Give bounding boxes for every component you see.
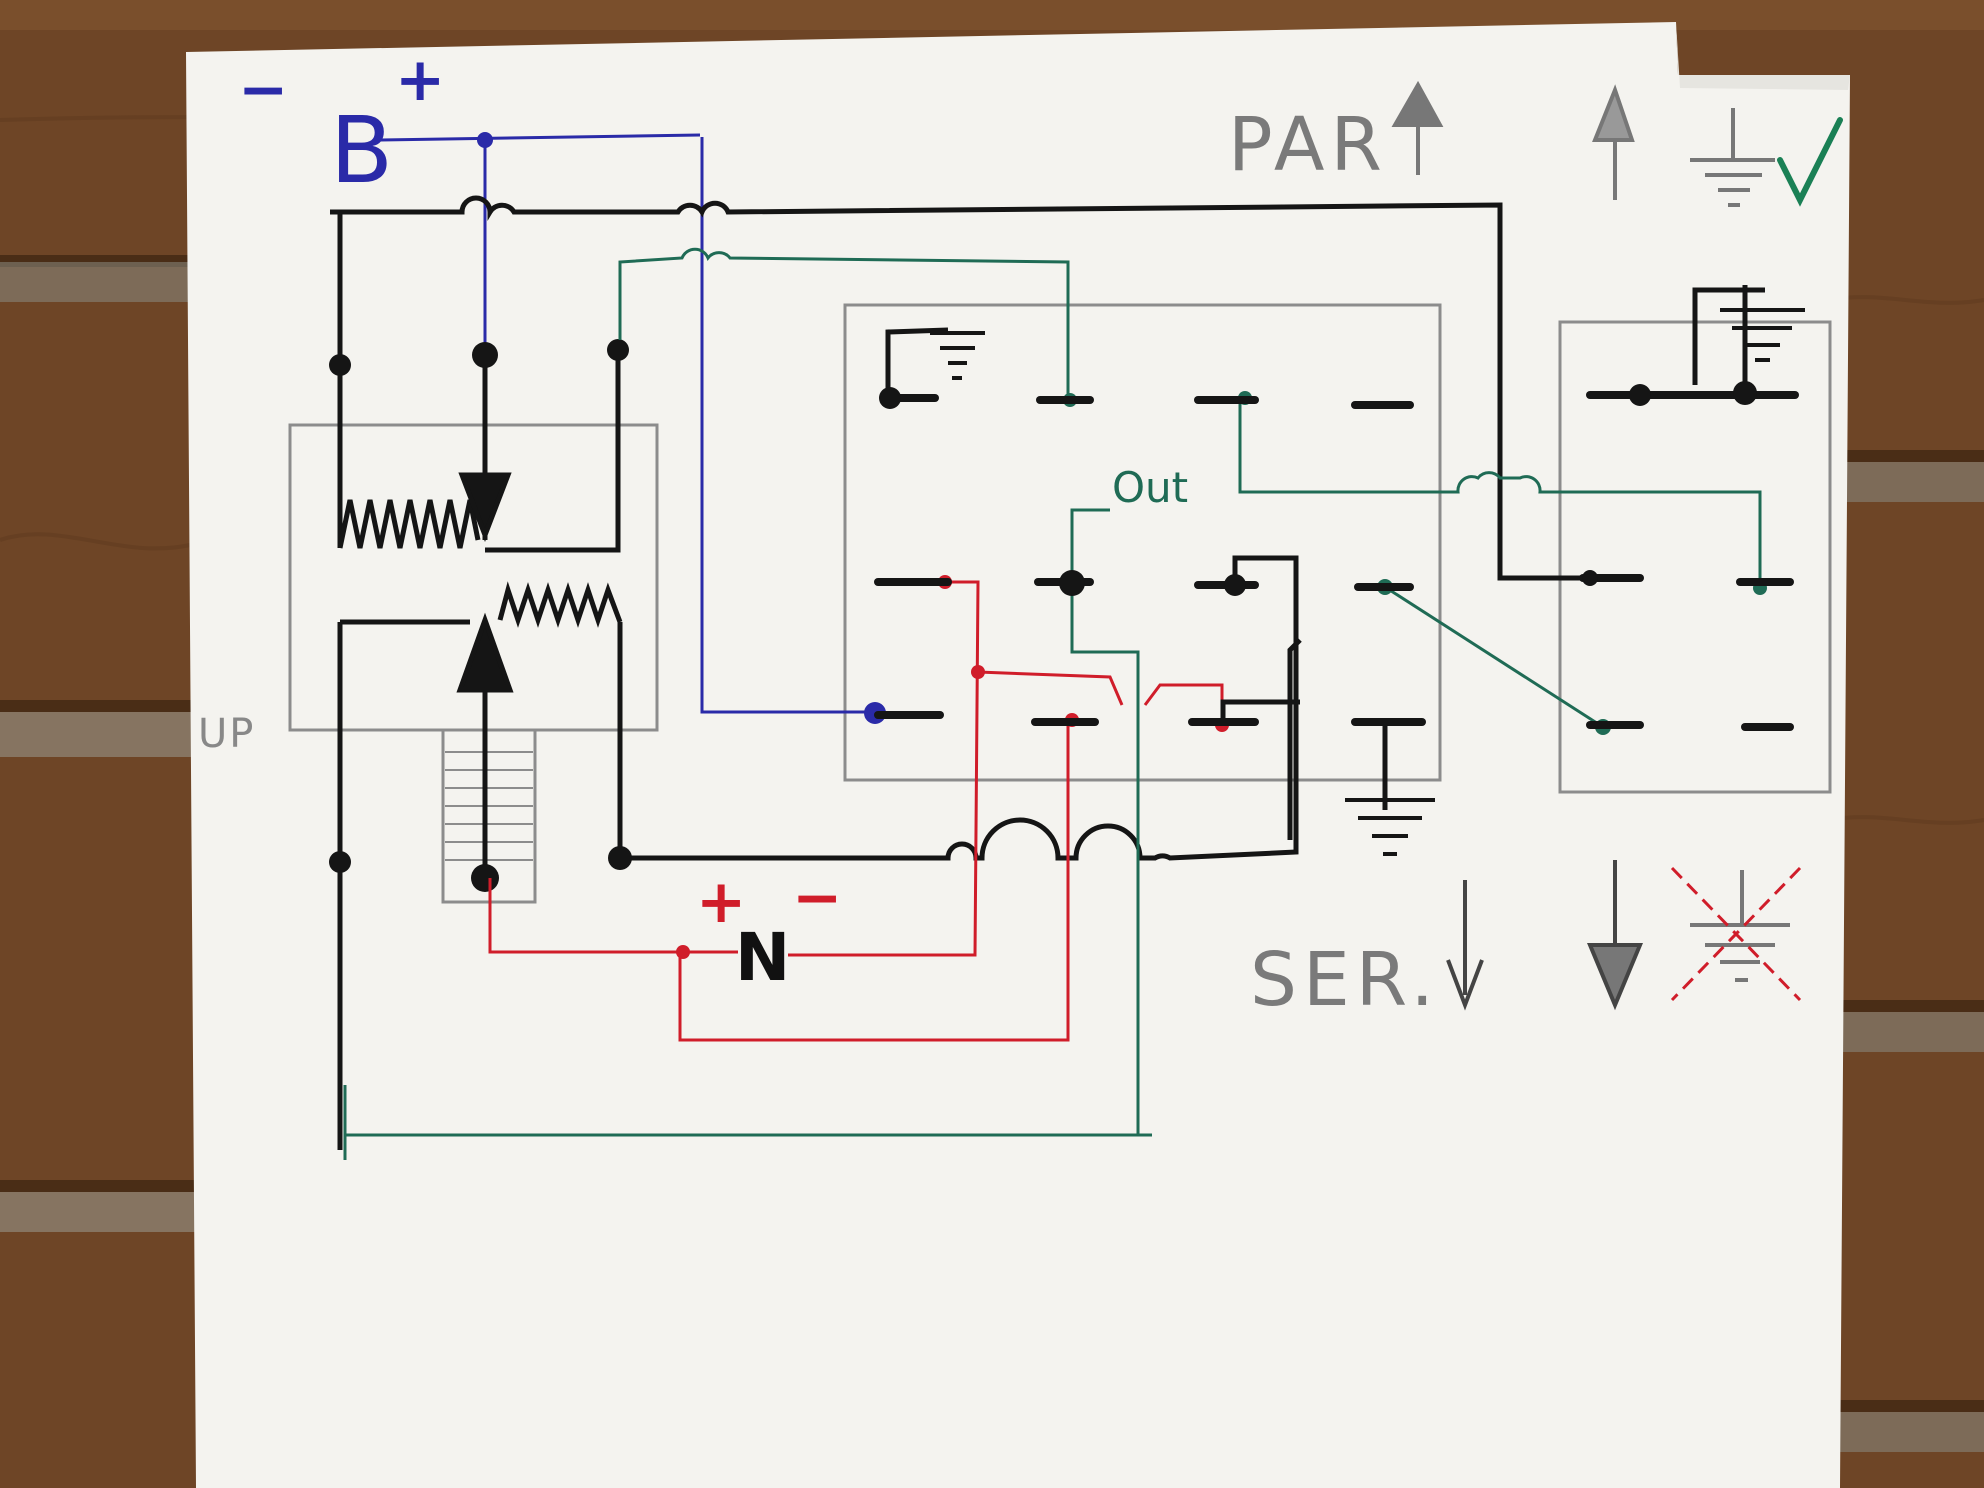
- up-arrow-icon: [1391, 80, 1444, 175]
- battery-negative-label: −: [238, 55, 288, 125]
- plunger-hatching: [445, 751, 533, 861]
- battery-label: B: [330, 97, 393, 204]
- ground-icon: [1720, 308, 1805, 362]
- up-arrow-icon: [1592, 84, 1635, 200]
- ground-icon: [930, 331, 985, 380]
- battery-positive-label: +: [395, 45, 445, 115]
- node: [477, 132, 493, 148]
- down-arrow-icon: [1587, 860, 1643, 1011]
- up-label: UP: [198, 711, 255, 757]
- cross-icon: [1670, 866, 1802, 1002]
- relay-contacts: [874, 391, 1799, 731]
- ground-icon: [1690, 108, 1775, 207]
- black-wires: [330, 195, 1590, 1150]
- out-label: Out: [1112, 463, 1188, 512]
- red-wires: [488, 580, 1224, 1042]
- relay-box-middle: [843, 303, 1442, 782]
- paper-sheet: [186, 22, 1850, 1488]
- coil-negative-label: −: [792, 863, 842, 933]
- check-icon: [1777, 117, 1843, 207]
- coil-label: N: [735, 919, 790, 996]
- part-label: PAR: [1228, 102, 1388, 188]
- coil-positive-label: +: [696, 867, 746, 937]
- ground-icon: [1690, 870, 1790, 982]
- green-wires: [343, 247, 1762, 1160]
- black-nodes: [329, 339, 632, 892]
- down-arrow-icon: [1446, 880, 1484, 1011]
- black-links: [885, 285, 1765, 840]
- ground-icon: [1345, 798, 1435, 856]
- pencil-boxes: [288, 303, 1832, 904]
- contact-nodes: [879, 381, 1757, 596]
- ser-label: SER.: [1250, 937, 1440, 1023]
